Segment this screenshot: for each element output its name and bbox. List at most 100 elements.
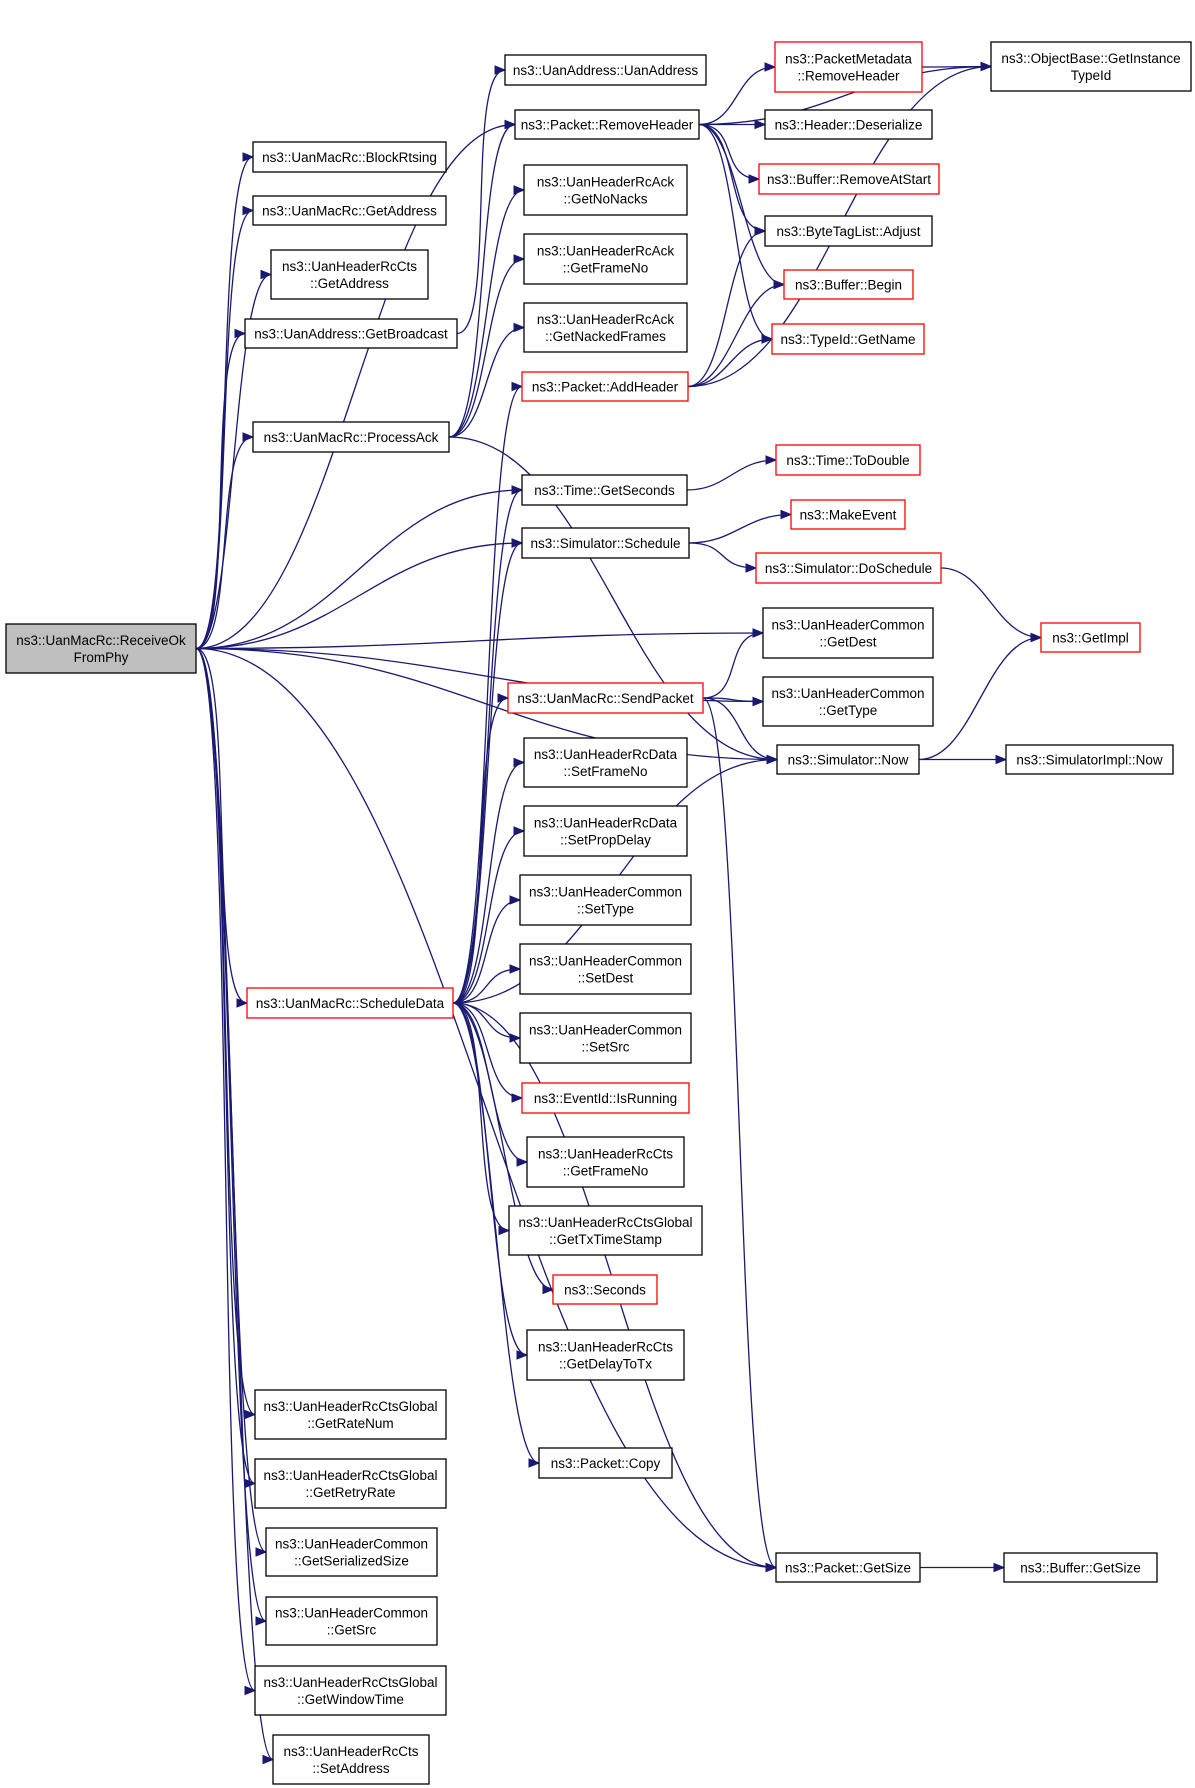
- node-blockrtsing[interactable]: ns3::UanMacRc::BlockRtsing: [252, 141, 447, 173]
- node-packetgetsize[interactable]: ns3::Packet::GetSize: [775, 1552, 921, 1583]
- node-getseconds[interactable]: ns3::Time::GetSeconds: [521, 474, 688, 506]
- node-getsrc[interactable]: ns3::UanHeaderCommon::GetSrc: [265, 1596, 438, 1646]
- node-simimplnow[interactable]: ns3::SimulatorImpl::Now: [1005, 744, 1174, 775]
- arrowhead-scheduledata-to-setdest: [509, 964, 522, 974]
- node-datasetframeno[interactable]: ns3::UanHeaderRcData::SetFrameNo: [523, 737, 688, 788]
- node-box: [552, 1274, 658, 1305]
- node-sendpacket[interactable]: ns3::UanMacRc::SendPacket: [507, 682, 704, 714]
- node-simnow[interactable]: ns3::Simulator::Now: [776, 744, 920, 775]
- node-box: [1003, 1552, 1158, 1583]
- arrowhead-schedule-to-doschedule: [745, 563, 758, 573]
- node-gettxtimestamp[interactable]: ns3::UanHeaderRcCtsGlobal::GetTxTimeStam…: [508, 1205, 703, 1256]
- edge-scheduledata-to-setpropdelay: [452, 830, 525, 1004]
- node-box: [526, 1329, 685, 1381]
- node-label: ::GetWindowTime: [297, 1692, 404, 1707]
- node-buffergetsize[interactable]: ns3::Buffer::GetSize: [1003, 1552, 1158, 1583]
- node-getdest[interactable]: ns3::UanHeaderCommon::GetDest: [762, 607, 934, 659]
- node-pmremoveheader[interactable]: ns3::PacketMetadata::RemoveHeader: [774, 41, 923, 93]
- node-box: [519, 874, 692, 926]
- node-box: [244, 318, 458, 349]
- node-uanaddress[interactable]: ns3::UanAddress::UanAddress: [504, 54, 707, 86]
- node-getdelaytotx[interactable]: ns3::UanHeaderRcCts::GetDelayToTx: [526, 1329, 685, 1381]
- arrowhead-scheduledata-to-seconds: [542, 1284, 555, 1295]
- node-seconds[interactable]: ns3::Seconds: [552, 1274, 658, 1305]
- node-getserializedsize[interactable]: ns3::UanHeaderCommon::GetSerializedSize: [265, 1527, 438, 1577]
- node-label: ns3::UanHeaderRcCtsGlobal: [263, 1675, 437, 1690]
- node-label: ::GetNackedFrames: [545, 329, 666, 344]
- node-adjust[interactable]: ns3::ByteTagList::Adjust: [764, 215, 933, 247]
- node-box: [507, 682, 704, 714]
- node-label: ns3::Packet::GetSize: [785, 1561, 911, 1576]
- node-label: ns3::Time::ToDouble: [786, 453, 909, 468]
- edge-getseconds-to-todouble: [686, 459, 777, 491]
- node-label: ::GetNoNacks: [563, 192, 647, 207]
- node-doschedule[interactable]: ns3::Simulator::DoSchedule: [755, 552, 942, 584]
- node-deserialize[interactable]: ns3::Header::Deserialize: [764, 109, 933, 140]
- arrowhead-addheader-to-adjust: [754, 226, 767, 236]
- node-typeidgetname[interactable]: ns3::TypeId::GetName: [771, 323, 925, 355]
- edge-sendpacket-to-gettype: [702, 697, 764, 703]
- arrowhead-scheduledata-to-gettxtimestamp: [498, 1225, 511, 1236]
- node-ctssetaddress[interactable]: ns3::UanHeaderRcCts::SetAddress: [272, 1734, 430, 1785]
- node-label: ::SetSrc: [581, 1040, 629, 1055]
- node-bufbegin[interactable]: ns3::Buffer::Begin: [783, 269, 914, 300]
- node-gettype[interactable]: ns3::UanHeaderCommon::GetType: [762, 676, 934, 727]
- node-todouble[interactable]: ns3::Time::ToDouble: [775, 444, 921, 476]
- node-getnonacks[interactable]: ns3::UanHeaderRcAck::GetNoNacks: [523, 164, 688, 216]
- node-label: ::GetRetryRate: [305, 1485, 395, 1500]
- node-settype[interactable]: ns3::UanHeaderCommon::SetType: [519, 874, 692, 926]
- node-getbroadcast[interactable]: ns3::UanAddress::GetBroadcast: [244, 318, 458, 349]
- node-ctsgetframeno[interactable]: ns3::UanHeaderRcCts::GetFrameNo: [526, 1136, 685, 1188]
- edge-root-to-scheduledata: [195, 647, 248, 1004]
- node-box: [775, 444, 921, 476]
- node-getwindowtime[interactable]: ns3::UanHeaderRcCtsGlobal::GetWindowTime: [254, 1665, 447, 1716]
- node-isrunning[interactable]: ns3::EventId::IsRunning: [521, 1082, 690, 1114]
- node-label: ns3::EventId::IsRunning: [534, 1091, 677, 1106]
- node-label: ns3::Simulator::Now: [788, 753, 909, 768]
- edge-root-to-getratenum: [195, 647, 256, 1416]
- arrowhead-scheduledata-to-getseconds: [511, 485, 524, 495]
- node-processack[interactable]: ns3::UanMacRc::ProcessAck: [252, 421, 450, 453]
- node-removeheader[interactable]: ns3::Packet::RemoveHeader: [514, 109, 700, 140]
- node-box: [252, 195, 447, 226]
- arrowhead-getbroadcast-to-uanaddress: [494, 65, 507, 75]
- arrowhead-processack-to-getnonacks: [513, 185, 526, 195]
- node-box: [771, 323, 925, 355]
- node-box: [790, 499, 906, 530]
- node-label: ::GetFrameNo: [563, 261, 649, 276]
- node-ackgetframeno[interactable]: ns3::UanHeaderRcAck::GetFrameNo: [523, 233, 688, 285]
- node-setpropdelay[interactable]: ns3::UanHeaderRcData::SetPropDelay: [523, 805, 688, 857]
- node-scheduledata[interactable]: ns3::UanMacRc::ScheduleData: [246, 987, 454, 1019]
- node-box: [523, 164, 688, 216]
- node-addheader[interactable]: ns3::Packet::AddHeader: [521, 371, 689, 402]
- arrowhead-removeheader-to-deserialize: [754, 119, 767, 130]
- node-ctsgetaddress[interactable]: ns3::UanHeaderRcCts::GetAddress: [270, 249, 429, 300]
- node-macgetaddress[interactable]: ns3::UanMacRc::GetAddress: [252, 195, 447, 226]
- node-label: ns3::UanHeaderRcCts: [538, 1147, 673, 1162]
- node-packetcopy[interactable]: ns3::Packet::Copy: [538, 1447, 673, 1479]
- node-setdest[interactable]: ns3::UanHeaderCommon::SetDest: [519, 943, 692, 995]
- node-box: [758, 163, 940, 195]
- node-schedule[interactable]: ns3::Simulator::Schedule: [521, 527, 690, 559]
- node-getnackedframes[interactable]: ns3::UanHeaderRcAck::GetNackedFrames: [523, 302, 688, 353]
- node-removeatstart[interactable]: ns3::Buffer::RemoveAtStart: [758, 163, 940, 195]
- node-setsrc[interactable]: ns3::UanHeaderCommon::SetSrc: [519, 1012, 692, 1064]
- node-label: ns3::UanHeaderRcData: [534, 747, 678, 762]
- node-label: ns3::GetImpl: [1052, 631, 1129, 646]
- node-box: [783, 269, 914, 300]
- node-label: ns3::Packet::AddHeader: [532, 380, 679, 395]
- node-makeevent[interactable]: ns3::MakeEvent: [790, 499, 906, 530]
- edge-scheduledata-to-addheader: [452, 385, 523, 1004]
- node-label: ns3::UanMacRc::GetAddress: [262, 204, 437, 219]
- node-box: [252, 141, 447, 173]
- edge-root-to-removeheader: [195, 123, 516, 650]
- node-getretryrate[interactable]: ns3::UanHeaderRcCtsGlobal::GetRetryRate: [254, 1458, 447, 1509]
- edge-processack-to-removeheader: [448, 123, 516, 438]
- arrowhead-root-to-macgetaddress: [242, 205, 255, 216]
- node-getimpl[interactable]: ns3::GetImpl: [1040, 622, 1141, 653]
- edge-sendpacket-to-packetgetsize: [702, 697, 777, 1569]
- node-getratenum[interactable]: ns3::UanHeaderRcCtsGlobal::GetRateNum: [254, 1389, 447, 1440]
